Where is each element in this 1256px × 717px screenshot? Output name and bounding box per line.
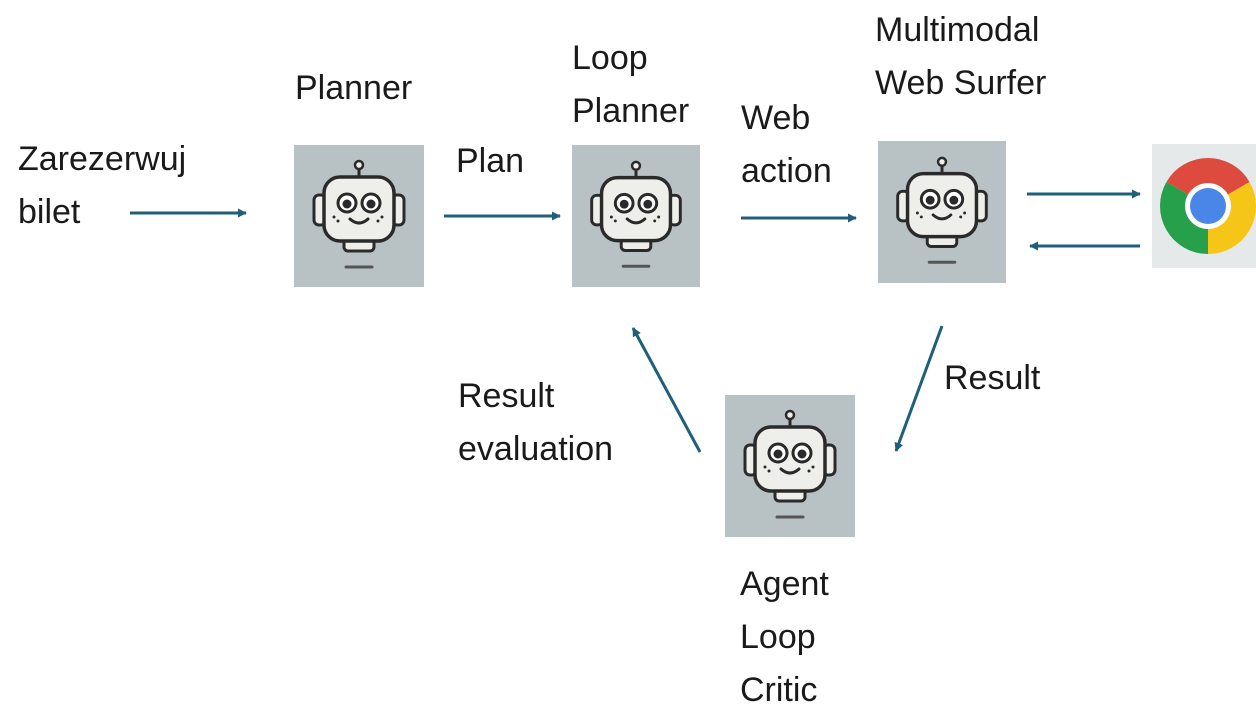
input-line-1: Zarezerwuj — [18, 140, 187, 178]
loop-planner-label-1: Loop — [572, 39, 648, 77]
robot-icon — [572, 145, 700, 287]
planner-node — [294, 145, 424, 287]
loop-planner-label-2: Planner — [572, 92, 690, 130]
critic-node — [725, 395, 855, 537]
robot-icon — [878, 141, 1006, 283]
planner-label: Planner — [295, 69, 413, 107]
edge-label-result-eval-2: evaluation — [458, 430, 614, 468]
web-surfer-label-1: Multimodal — [875, 11, 1040, 49]
browser-node — [1152, 144, 1256, 268]
web-surfer-label-2: Web Surfer — [875, 64, 1047, 102]
arrow-critic-to-loop-planner — [631, 327, 702, 453]
edge-label-plan: Plan — [456, 142, 525, 180]
edge-label-web-action-2: action — [741, 152, 832, 190]
input-line-2: bilet — [18, 193, 81, 231]
edge-label-web-action-1: Web — [741, 99, 811, 137]
edge-label-result: Result — [944, 359, 1041, 397]
arrow-web-surfer-to-critic — [894, 325, 944, 452]
robot-icon — [725, 395, 855, 537]
critic-label-3: Critic — [740, 671, 818, 709]
chrome-icon — [1159, 157, 1256, 255]
critic-label-1: Agent — [740, 565, 829, 603]
robot-icon — [294, 145, 424, 287]
critic-label-2: Loop — [740, 618, 816, 656]
web-surfer-node — [878, 141, 1006, 283]
edge-label-result-eval-1: Result — [458, 377, 555, 415]
loop-planner-node — [572, 145, 700, 287]
